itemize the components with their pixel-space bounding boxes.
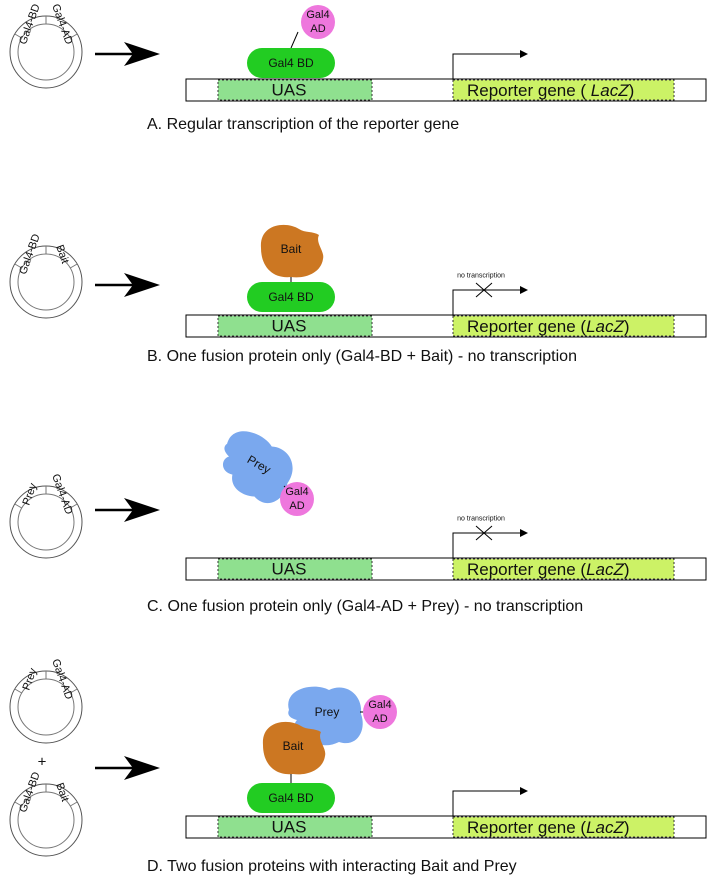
- plasmid-segment-divider: [14, 33, 23, 39]
- reporter-gene-label: Reporter gene (LacZ): [467, 818, 630, 837]
- reporter-gene-region: [452, 79, 675, 101]
- gal4-ad-label-line2: AD: [372, 713, 387, 725]
- uas-label: UAS: [272, 818, 307, 837]
- transcription-start-line: [452, 790, 520, 816]
- prey-protein: Prey: [222, 431, 293, 504]
- plasmid-outer-ring: [9, 670, 83, 744]
- gal4-ad-label-line1: Gal4: [285, 486, 308, 498]
- plasmid-segment-divider: [69, 33, 78, 39]
- plasmid-segment-divider: [69, 688, 78, 694]
- gal4-bd-protein: [247, 48, 335, 78]
- gal4-ad-label-line1: Gal4: [368, 699, 391, 711]
- plasmid-outer-ring: [9, 15, 83, 89]
- prey-shape: [222, 431, 293, 504]
- no-transcription-note: no transcription: [457, 273, 505, 280]
- transcription-start-line: [452, 289, 520, 315]
- uas-label: UAS: [272, 560, 307, 579]
- uas-label: UAS: [272, 81, 307, 100]
- plasmid-c: Prey Gal4-AD: [9, 472, 83, 559]
- tss-b: no transcription: [452, 273, 528, 315]
- plasmid-label-left: Gal4-BD: [17, 770, 43, 814]
- caption-c: C. One fusion protein only (Gal4-AD + Pr…: [147, 598, 584, 615]
- plus-sign: +: [38, 754, 47, 771]
- reporter-gene-region: [452, 558, 675, 580]
- reporter-gene-label: Reporter gene (LacZ): [467, 560, 630, 579]
- plasmid-b: Gal4-BD Bait: [9, 232, 83, 319]
- gal4-bd-label: Gal4 BD: [268, 791, 314, 805]
- plasmid-label-right: Gal4-AD: [49, 657, 75, 701]
- caption-b: B. One fusion protein only (Gal4-BD + Ba…: [147, 348, 577, 365]
- linker-line: [290, 31, 299, 49]
- uas-label: UAS: [272, 317, 307, 336]
- transcription-arrowhead: [520, 787, 528, 795]
- uas-region: [217, 315, 373, 337]
- plasmid-label-left: Prey: [20, 666, 39, 692]
- caption-d: D. Two fusion proteins with interacting …: [147, 858, 517, 875]
- transcription-arrowhead: [520, 286, 528, 294]
- plasmid-segment-divider: [14, 263, 23, 269]
- plasmid-label-left: Gal4-BD: [17, 232, 43, 276]
- gal4-ad-label-line2: AD: [289, 500, 304, 512]
- plasmid-segment-divider: [14, 503, 23, 509]
- bait-label: Bait: [283, 739, 304, 753]
- reporter-gene-label: Reporter gene ( LacZ): [467, 81, 634, 100]
- plasmid-label-right: Gal4-AD: [49, 2, 75, 46]
- bait-protein: [260, 224, 324, 278]
- plasmid-d-prey: Prey Gal4-AD: [9, 657, 83, 744]
- gal4-bd-label: Gal4 BD: [268, 56, 314, 70]
- transcription-start-line: [452, 532, 520, 558]
- gal4-ad-label-line2: AD: [310, 23, 325, 35]
- plasmid-segment-divider: [69, 263, 78, 269]
- plasmid-d-bait: Gal4-BD Bait: [9, 770, 83, 857]
- no-transcription-note: no transcription: [457, 516, 505, 523]
- bait-label: Bait: [281, 242, 302, 256]
- plasmid-outer-ring: [9, 485, 83, 559]
- blocked-cross-icon: [475, 282, 493, 298]
- arrow-d: [95, 756, 160, 780]
- plasmid-outer-ring: [9, 783, 83, 857]
- plasmid-label-right: Gal4-AD: [49, 472, 75, 516]
- bait-protein: [262, 721, 326, 775]
- uas-region: [217, 558, 373, 580]
- gal4-bd-label: Gal4 BD: [268, 290, 314, 304]
- gal4-ad-label-line1: Gal4: [306, 9, 329, 21]
- uas-region: [217, 79, 373, 101]
- prey-label: Prey: [315, 705, 340, 719]
- plasmid-label-left: Prey: [20, 481, 39, 507]
- uas-region: [217, 816, 373, 838]
- plasmid-label-left: Gal4-BD: [17, 2, 43, 46]
- gal4-bd-protein: [247, 282, 335, 312]
- reporter-gene-region: [452, 315, 675, 337]
- gal4-ad-protein-a: [301, 5, 335, 39]
- transcription-arrowhead: [520, 50, 528, 58]
- tss-a: [452, 50, 528, 79]
- plasmid-label-right: Bait: [53, 243, 71, 265]
- plasmid-segment-divider: [14, 688, 23, 694]
- gal4-ad-protein-d: [363, 695, 397, 729]
- gal4-ad-protein-c: [280, 482, 314, 516]
- reporter-gene-region: [452, 816, 675, 838]
- plasmid-label-right: Bait: [53, 781, 71, 803]
- transcription-start-line: [452, 53, 520, 79]
- caption-a: A. Regular transcription of the reporter…: [147, 116, 460, 133]
- plasmid-outer-ring: [9, 245, 83, 319]
- plasmid-segment-divider: [69, 801, 78, 807]
- plasmid-segment-divider: [14, 801, 23, 807]
- tss-c: no transcription: [452, 516, 528, 558]
- blocked-cross-icon: [475, 525, 493, 541]
- arrow-b: [95, 273, 160, 297]
- plasmid-segment-divider: [69, 503, 78, 509]
- reporter-gene-label: Reporter gene (LacZ): [467, 317, 630, 336]
- transcription-arrowhead: [520, 529, 528, 537]
- arrow-c: [95, 498, 160, 522]
- arrow-a: [95, 42, 160, 66]
- tss-d: [452, 787, 528, 816]
- gal4-bd-protein: [247, 783, 335, 813]
